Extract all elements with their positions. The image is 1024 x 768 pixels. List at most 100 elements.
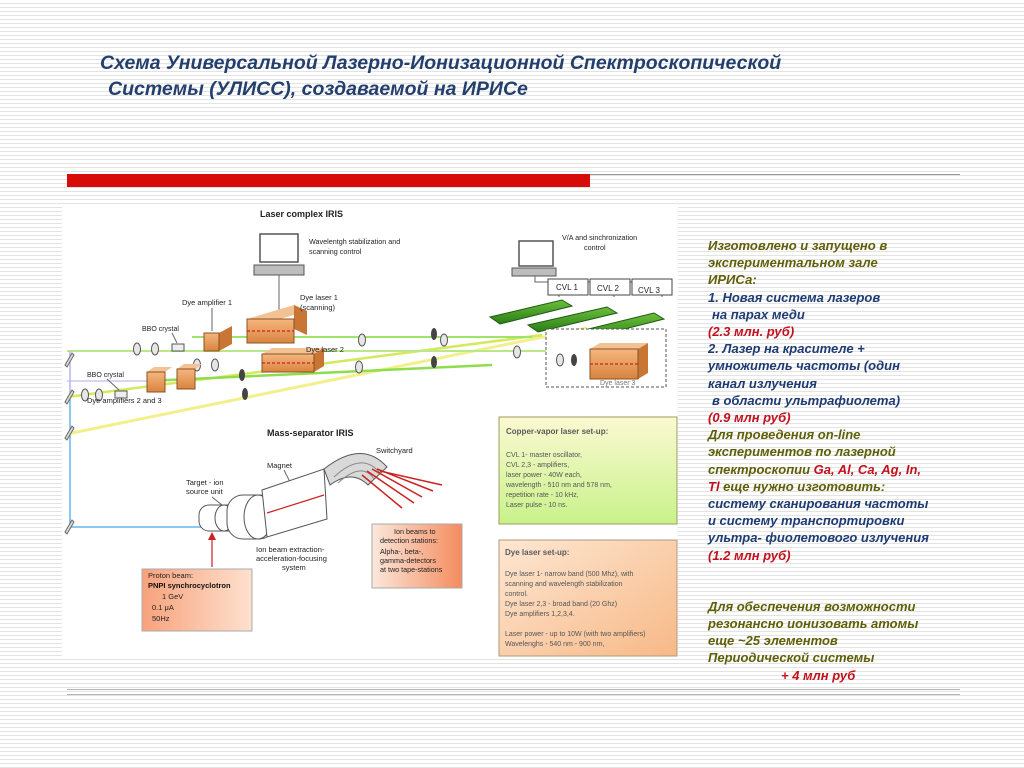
info-spacer — [708, 564, 1008, 598]
info-line-19: (1.2 млн руб) — [708, 547, 791, 563]
info-line-23: Периодической системы — [708, 650, 875, 666]
cv-setup-title: Copper-vapor laser set-up: — [506, 427, 608, 436]
magnet-shape — [261, 468, 328, 538]
bbo-crystal-2-label: BBO crystal — [87, 372, 124, 379]
switchyard-label: Switchyard — [376, 446, 413, 455]
title-line-2: Системы (УЛИСС), создаваемой на ИРИСе — [108, 78, 528, 100]
ion-beams-line-2: detection stations: — [380, 536, 438, 545]
beam-splitters — [239, 328, 437, 400]
info-line-11: (0.9 млн руб) — [708, 410, 791, 426]
dye-amplifier-3-box — [176, 364, 202, 390]
proton-beam-line-4: 0.1 μA — [152, 603, 174, 612]
extraction-label-3: system — [282, 563, 306, 572]
target-label-2: source unit — [186, 487, 224, 496]
info-line-1: Изготовлено и запущено в — [708, 238, 888, 253]
proton-beam-line-2: PNPI synchrocyclotron — [148, 581, 231, 590]
info-line-16: систему сканирования частоты — [708, 496, 929, 512]
info-line-6: (2.3 млн. руб) — [708, 324, 795, 340]
proton-beam-box: Proton beam: PNPI synchrocyclotron 1 GeV… — [141, 568, 253, 632]
info-line-14b: Ga, Al, Ca, Ag, In, — [813, 461, 922, 477]
cvl2-label: CVL 2 — [597, 284, 619, 293]
dye-amplifier-2-box — [146, 367, 172, 393]
info-line-7: 2. Лазер на красителе + — [708, 341, 865, 357]
target-label-1: Target - ion — [186, 478, 224, 487]
dye-setup-line-3: control. — [505, 591, 528, 598]
mirrors — [64, 352, 75, 535]
cv-setup-line-5: repetition rate - 10 kHz, — [506, 492, 579, 499]
info-line-5: на парах меди — [712, 306, 805, 322]
cv-setup-line-3: laser power - 40W each, — [506, 472, 582, 479]
info-line-9: канал излучения — [708, 375, 817, 391]
info-line-24: + 4 млн руб — [781, 667, 856, 683]
cv-setup-line-6: Laser pulse - 10 ns. — [506, 502, 568, 509]
dye-amplifiers-23-label: Dye amplifiers 2 and 3 — [87, 396, 162, 405]
info-line-12: Для проведения on-line — [708, 427, 861, 443]
ion-beams-box: Ion beams to detection stations: Alpha-,… — [371, 523, 463, 589]
magnet-label: Magnet — [267, 461, 293, 470]
cv-setup-line-1: CVL 1- master oscillator, — [506, 452, 582, 459]
switchyard-shape — [323, 453, 388, 486]
va-sync-label-1: V/A and sinchronization — [562, 233, 637, 242]
ion-beams-line-4: gamma-detectors — [380, 556, 436, 565]
bottom-divider — [67, 689, 960, 695]
dye-setup-line-7: Laser power - up to 10W (with two amplif… — [505, 631, 645, 638]
cvl3-label: CVL 3 — [638, 286, 660, 295]
proton-beam-line-3: 1 GeV — [162, 592, 183, 601]
ion-beams-line-1: Ion beams to — [394, 527, 436, 536]
dye-setup-title: Dye laser set-up: — [505, 548, 569, 557]
ion-beams-line-3: Alpha-, beta-, — [380, 547, 423, 556]
dye-laser-1-sublabel: (scanning) — [300, 303, 336, 312]
info-line-2: экспериментальном зале — [708, 255, 878, 271]
bbo-crystal-1-label: BBO crystal — [142, 326, 179, 333]
dye-laser-2-label: Dye laser 2 — [306, 345, 344, 354]
cvl-tubes — [488, 299, 666, 342]
info-line-17: и систему транспортировки — [708, 513, 905, 529]
info-line-14a: спектроскопии — [708, 461, 814, 477]
info-line-22: еще ~25 элементов — [708, 633, 838, 649]
info-line-3: ИРИСа: — [708, 272, 757, 288]
copper-vapor-setup-box: Copper-vapor laser set-up: CVL 1- master… — [498, 416, 678, 525]
cv-setup-line-4: wavelength - 510 nm and 578 nm, — [505, 482, 612, 489]
dye-laser-3-label: Dye laser 3 — [600, 380, 636, 387]
info-line-15a: Tl — [708, 478, 720, 494]
title-line-1: Схема Универсальной Лазерно-Ионизационно… — [100, 52, 782, 74]
proton-beam-line-5: 50Hz — [152, 614, 170, 623]
red-accent-bar — [67, 174, 590, 187]
dye-laser-3-box — [545, 328, 667, 388]
dye-setup-line-2: scanning and wavelength stabilization — [505, 581, 623, 588]
info-line-21: резонансно ионизовать атомы — [708, 616, 919, 632]
dye-setup-line-5: Dye amplifiers 1,2,3,4. — [505, 611, 575, 618]
info-line-18: ультра- фиолетового излучения — [708, 530, 929, 546]
dye-setup-line-4: Dye laser 2,3 - broad band (20 Ghz) — [505, 601, 617, 608]
computer-1-icon — [253, 233, 305, 276]
wavelength-control-label-1: Wavelentgh stabilization and — [309, 237, 400, 246]
info-line-10: в области ультрафиолета) — [712, 392, 901, 408]
mass-separator-title: Mass-separator IRIS — [267, 428, 354, 438]
cvl1-label: CVL 1 — [556, 283, 578, 292]
info-line-8: умножитель частоты (один — [708, 358, 900, 374]
top-divider — [67, 174, 960, 187]
info-line-20: Для обеспечения возможности — [708, 598, 916, 614]
extraction-label-2: acceleration-focusing — [256, 554, 327, 563]
ion-beam-lines — [361, 468, 443, 509]
info-line-15b: еще нужно изготовить: — [719, 478, 886, 494]
info-line-13: экспериментов по лазерной — [708, 444, 896, 460]
laser-complex-title: Laser complex IRIS — [260, 209, 343, 219]
dye-setup-line-1: Dye laser 1- narrow band (500 Mhz), with — [505, 571, 633, 578]
dye-setup-line-8: Wavelenghs - 540 nm - 900 nm, — [505, 641, 604, 648]
dye-amplifier-1-box — [203, 326, 232, 352]
va-sync-label-2: control — [584, 243, 606, 252]
cv-setup-line-2: CVL 2,3 - amplifiers, — [506, 462, 569, 469]
info-line-4: 1. Новая система лазеров — [708, 289, 881, 305]
dye-amplifier-1-label: Dye amplifier 1 — [182, 298, 232, 307]
optical-elements — [81, 333, 559, 402]
bbo-crystal-1 — [171, 343, 185, 352]
page-title: Схема Универсальной Лазерно-Ионизационно… — [100, 50, 980, 102]
bbo-crystal-2 — [114, 390, 128, 399]
info-line-15: Tl еще нужно изготовить: — [708, 478, 1008, 495]
computer-2-icon — [511, 240, 557, 277]
iris-laser-schematic: Laser complex IRIS Wavelentgh stabilizat… — [62, 207, 678, 657]
ion-beams-line-5: at two tape-stations — [380, 565, 443, 574]
dye-laser-1-label: Dye laser 1 — [300, 293, 338, 302]
thin-divider-line — [590, 174, 960, 175]
